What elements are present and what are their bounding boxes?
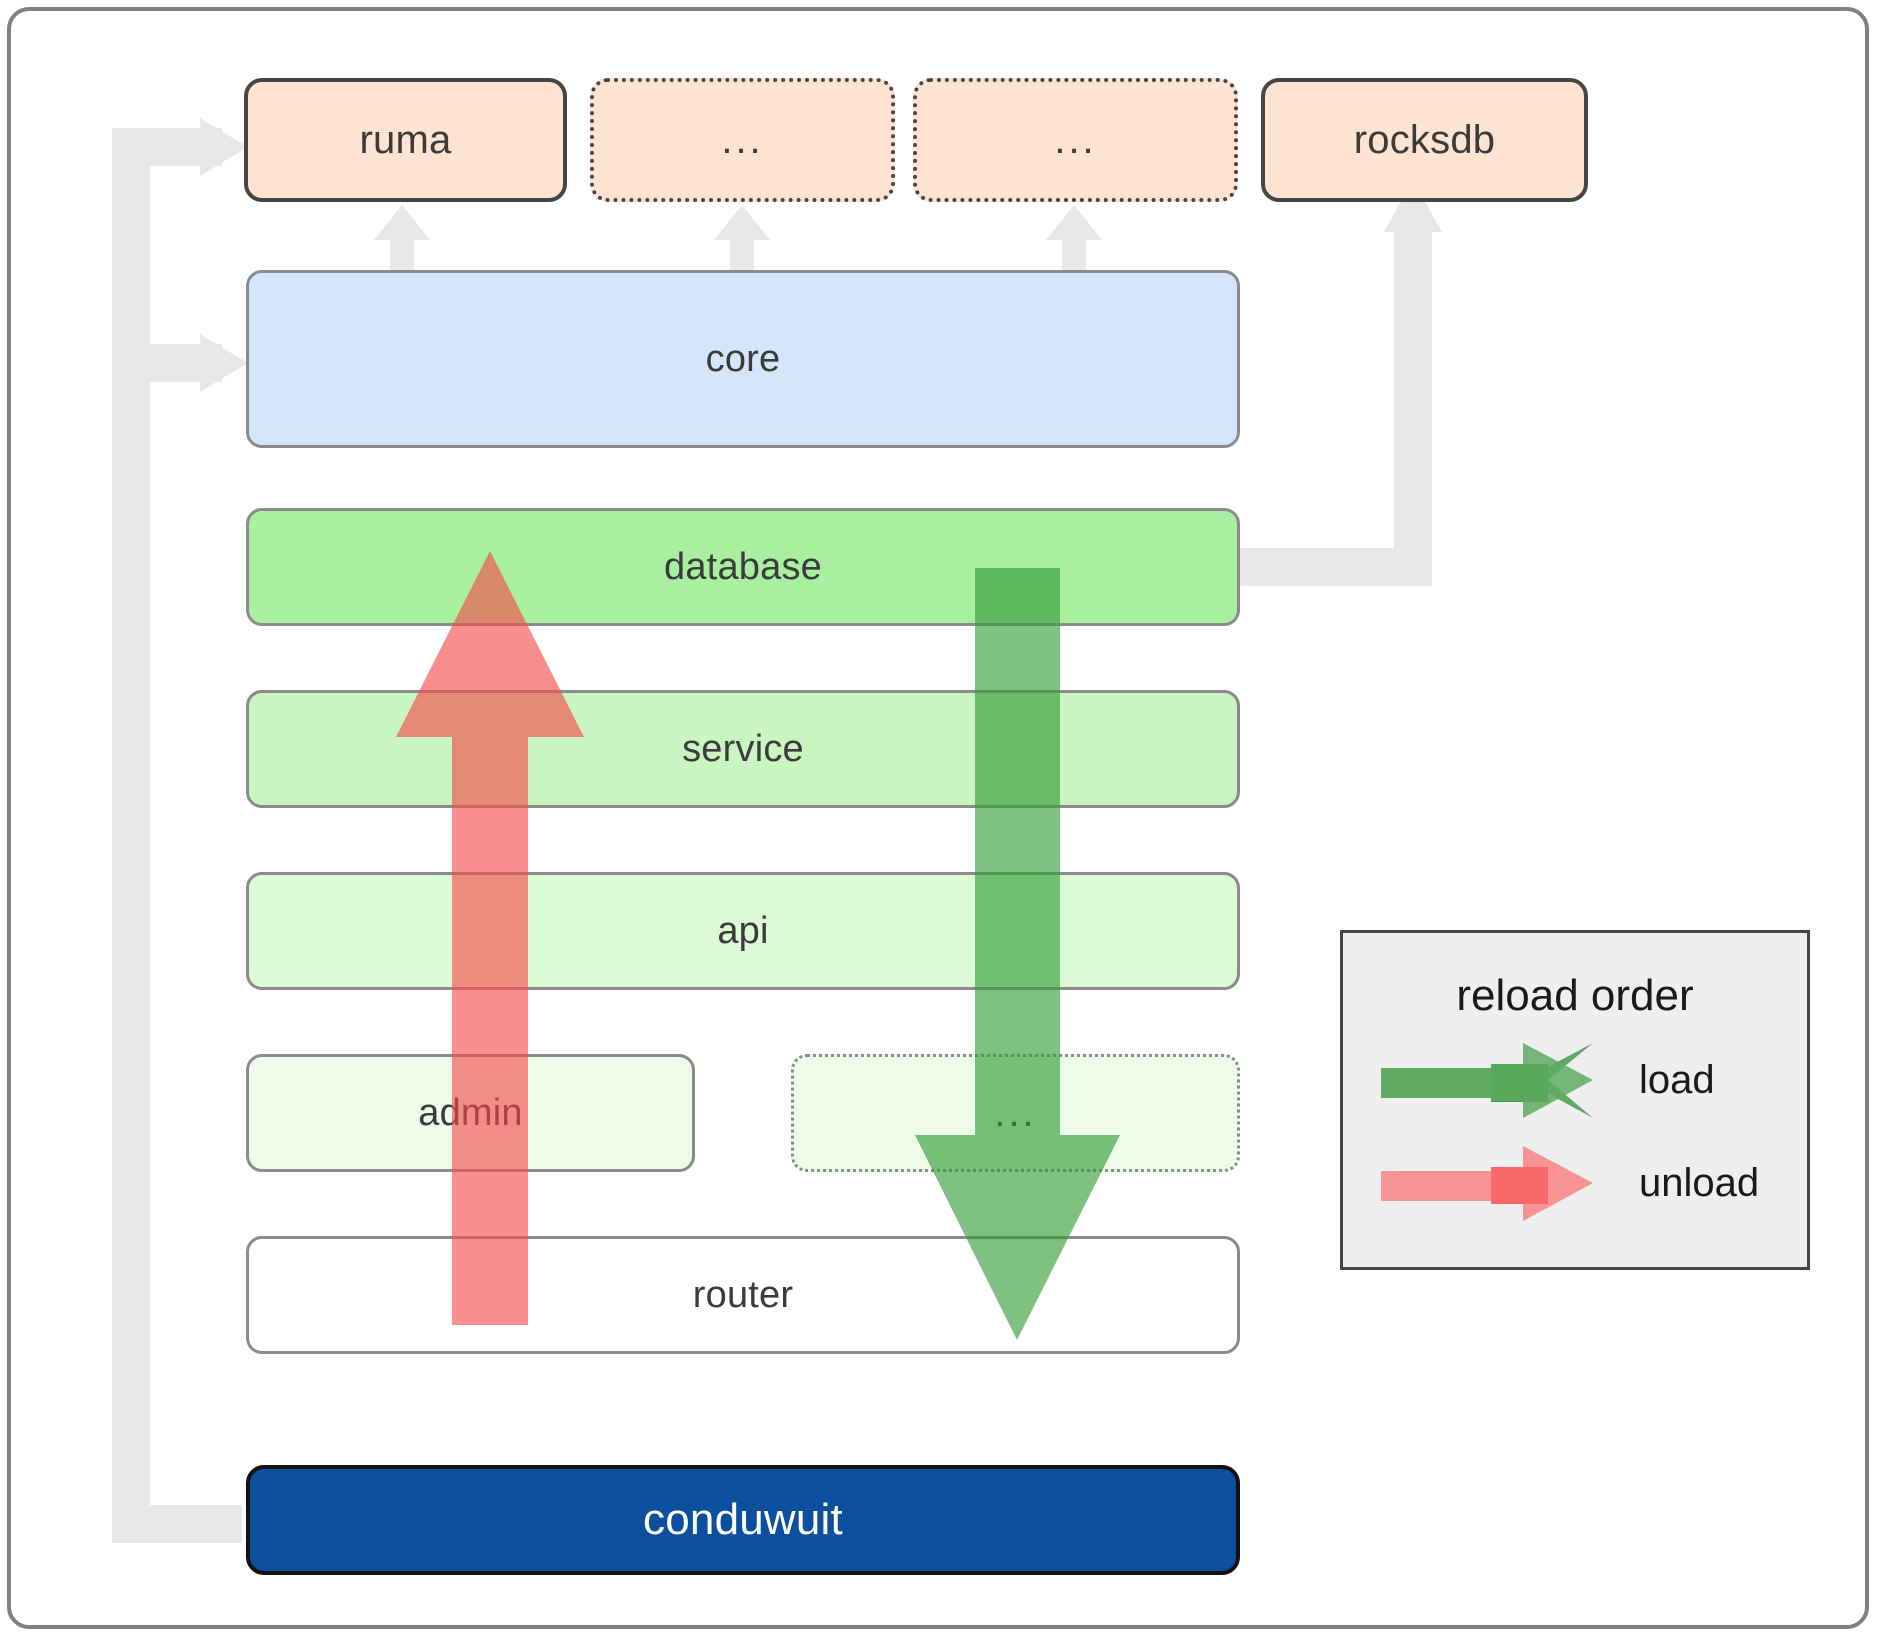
- binary-label: conduwuit: [643, 1495, 843, 1544]
- legend-arrow-swatches: [1381, 1043, 1593, 1221]
- layer-label: core: [705, 337, 781, 380]
- legend-label-load: load: [1639, 1058, 1715, 1102]
- layer-label: router: [692, 1273, 794, 1316]
- legend-panel: reload order load unload: [1340, 930, 1810, 1270]
- legend-title: reload order: [1456, 971, 1694, 1020]
- layer-label: api: [717, 909, 769, 952]
- layer-box-service[interactable]: service: [246, 690, 1240, 808]
- layer-box-core[interactable]: core: [246, 270, 1240, 448]
- dependency-box-rocksdb[interactable]: rocksdb: [1261, 78, 1588, 202]
- dependency-box-placeholder-1[interactable]: ...: [590, 78, 895, 202]
- layer-box-admin[interactable]: admin: [246, 1054, 695, 1172]
- layer-box-database[interactable]: database: [246, 508, 1240, 626]
- legend-swatch-unload: [1381, 1146, 1593, 1221]
- legend-swatch-load: [1381, 1043, 1593, 1118]
- layer-box-placeholder[interactable]: ...: [791, 1054, 1240, 1172]
- diagram-frame: [7, 7, 1869, 1629]
- dependency-label: ruma: [359, 117, 452, 162]
- layer-box-router[interactable]: router: [246, 1236, 1240, 1354]
- layer-label: ...: [994, 1090, 1037, 1135]
- dependency-label: rocksdb: [1353, 117, 1496, 162]
- layer-label: service: [682, 727, 804, 770]
- layer-label: database: [664, 545, 822, 588]
- dependency-label: ...: [721, 117, 764, 162]
- dependency-label: ...: [1054, 117, 1097, 162]
- binary-box-conduwuit[interactable]: conduwuit: [246, 1465, 1240, 1575]
- layer-label: admin: [418, 1091, 523, 1134]
- dependency-box-placeholder-2[interactable]: ...: [913, 78, 1238, 202]
- legend-label-unload: unload: [1639, 1161, 1760, 1205]
- dependency-box-ruma[interactable]: ruma: [244, 78, 567, 202]
- layer-box-api[interactable]: api: [246, 872, 1240, 990]
